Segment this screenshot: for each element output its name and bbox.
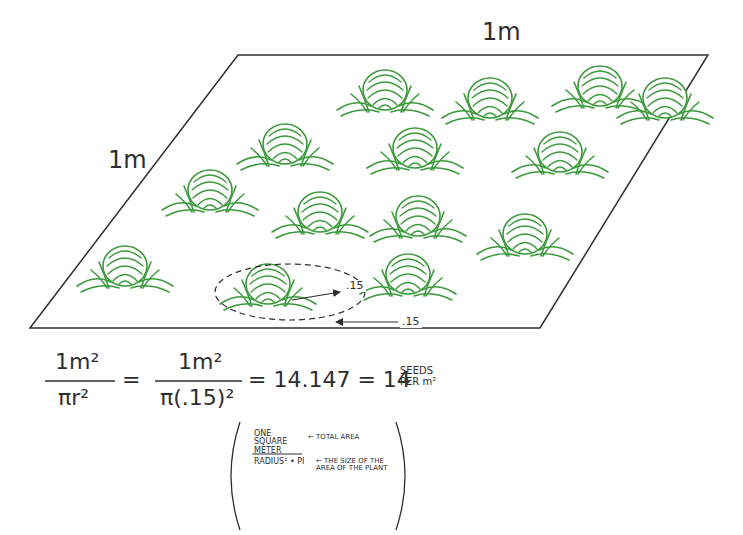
- bracket-note: ← TOTAL AREA: [308, 434, 378, 441]
- formula-text: 1m²: [178, 350, 222, 373]
- formula-text: 1m²: [55, 350, 99, 373]
- bracket-note: RADIUS² • PI: [254, 458, 304, 466]
- formula-text: πr²: [58, 386, 89, 409]
- bracket-note: ← THE SIZE OF THE AREA OF THE PLANT: [316, 458, 388, 473]
- formula-text: π(.15)²: [160, 386, 234, 409]
- dimension-label: .15: [400, 316, 422, 328]
- unit-note: SEEDS PER m²: [400, 366, 450, 387]
- dimension-label: 1m: [108, 148, 147, 173]
- formula-result: = 14.147 = 14: [248, 368, 411, 391]
- bracket-note: ONE SQUARE METER: [254, 430, 306, 455]
- dimension-label: .15: [344, 280, 366, 292]
- dimension-label: 1m: [482, 20, 521, 45]
- formula-text: =: [122, 368, 140, 391]
